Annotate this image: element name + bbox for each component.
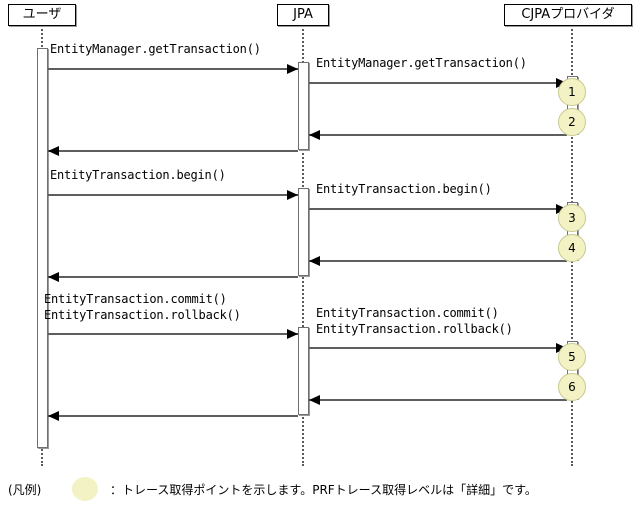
return-jpa-to-user-commit-rollback[interactable] (47, 415, 298, 417)
message-jpa-to-cjpa-gettransaction[interactable] (308, 82, 567, 84)
user-activation (36, 48, 48, 448)
return-cjpa-to-jpa-gettransaction-arrowhead (308, 130, 320, 140)
legend-description: ：トレース取得ポイントを示します。PRFトレース取得レベルは「詳細」です。 (110, 483, 537, 497)
message-user-to-jpa-gettransaction[interactable] (47, 68, 298, 70)
return-jpa-to-user-commit-rollback-arrowhead (47, 411, 59, 421)
message-jpa-to-cjpa-commit-rollback-label: EntityTransaction.commit() EntityTransac… (316, 306, 513, 336)
message-user-to-jpa-commit-rollback[interactable] (47, 333, 298, 335)
return-cjpa-to-jpa-gettransaction[interactable] (308, 134, 567, 136)
message-user-to-jpa-gettransaction-arrowhead (286, 64, 298, 74)
return-cjpa-to-jpa-begin[interactable] (308, 260, 567, 262)
return-cjpa-to-jpa-commit-rollback[interactable] (308, 399, 567, 401)
lifeline-header-cjpa[interactable]: CJPAプロバイダ (504, 4, 632, 26)
message-user-to-jpa-begin-arrowhead (286, 190, 298, 200)
jpa-activation-2 (297, 188, 309, 276)
trace-point-3[interactable]: 3 (558, 204, 586, 232)
return-jpa-to-user-begin-arrowhead (47, 272, 59, 282)
trace-point-legend-dot (72, 477, 98, 501)
message-jpa-to-cjpa-commit-rollback[interactable] (308, 347, 567, 349)
return-jpa-to-user-gettransaction[interactable] (47, 150, 298, 152)
message-user-to-jpa-begin-label: EntityTransaction.begin() (50, 168, 226, 182)
message-jpa-to-cjpa-begin[interactable] (308, 208, 567, 210)
trace-point-6[interactable]: 6 (558, 373, 586, 401)
message-user-to-jpa-begin[interactable] (47, 194, 298, 196)
lifeline-header-user[interactable]: ユーザ (8, 4, 76, 26)
message-user-to-jpa-commit-rollback-arrowhead (286, 329, 298, 339)
return-cjpa-to-jpa-commit-rollback-arrowhead (308, 395, 320, 405)
message-user-to-jpa-gettransaction-label: EntityManager.getTransaction() (50, 42, 261, 56)
trace-point-4[interactable]: 4 (558, 234, 586, 262)
message-jpa-to-cjpa-gettransaction-label: EntityManager.getTransaction() (316, 56, 527, 70)
jpa-activation-3 (297, 327, 309, 415)
legend: (凡例) ：トレース取得ポイントを示します。PRFトレース取得レベルは「詳細」で… (0, 474, 636, 506)
lifeline-header-jpa[interactable]: JPA (277, 4, 329, 26)
legend-prefix: (凡例) (8, 483, 42, 497)
jpa-activation-1 (297, 62, 309, 150)
return-jpa-to-user-gettransaction-arrowhead (47, 146, 59, 156)
trace-point-2[interactable]: 2 (558, 108, 586, 136)
return-cjpa-to-jpa-begin-arrowhead (308, 256, 320, 266)
message-jpa-to-cjpa-begin-label: EntityTransaction.begin() (316, 182, 492, 196)
return-jpa-to-user-begin[interactable] (47, 276, 298, 278)
trace-point-1[interactable]: 1 (558, 78, 586, 106)
trace-point-5[interactable]: 5 (558, 343, 586, 371)
message-user-to-jpa-commit-rollback-label: EntityTransaction.commit() EntityTransac… (44, 292, 241, 322)
